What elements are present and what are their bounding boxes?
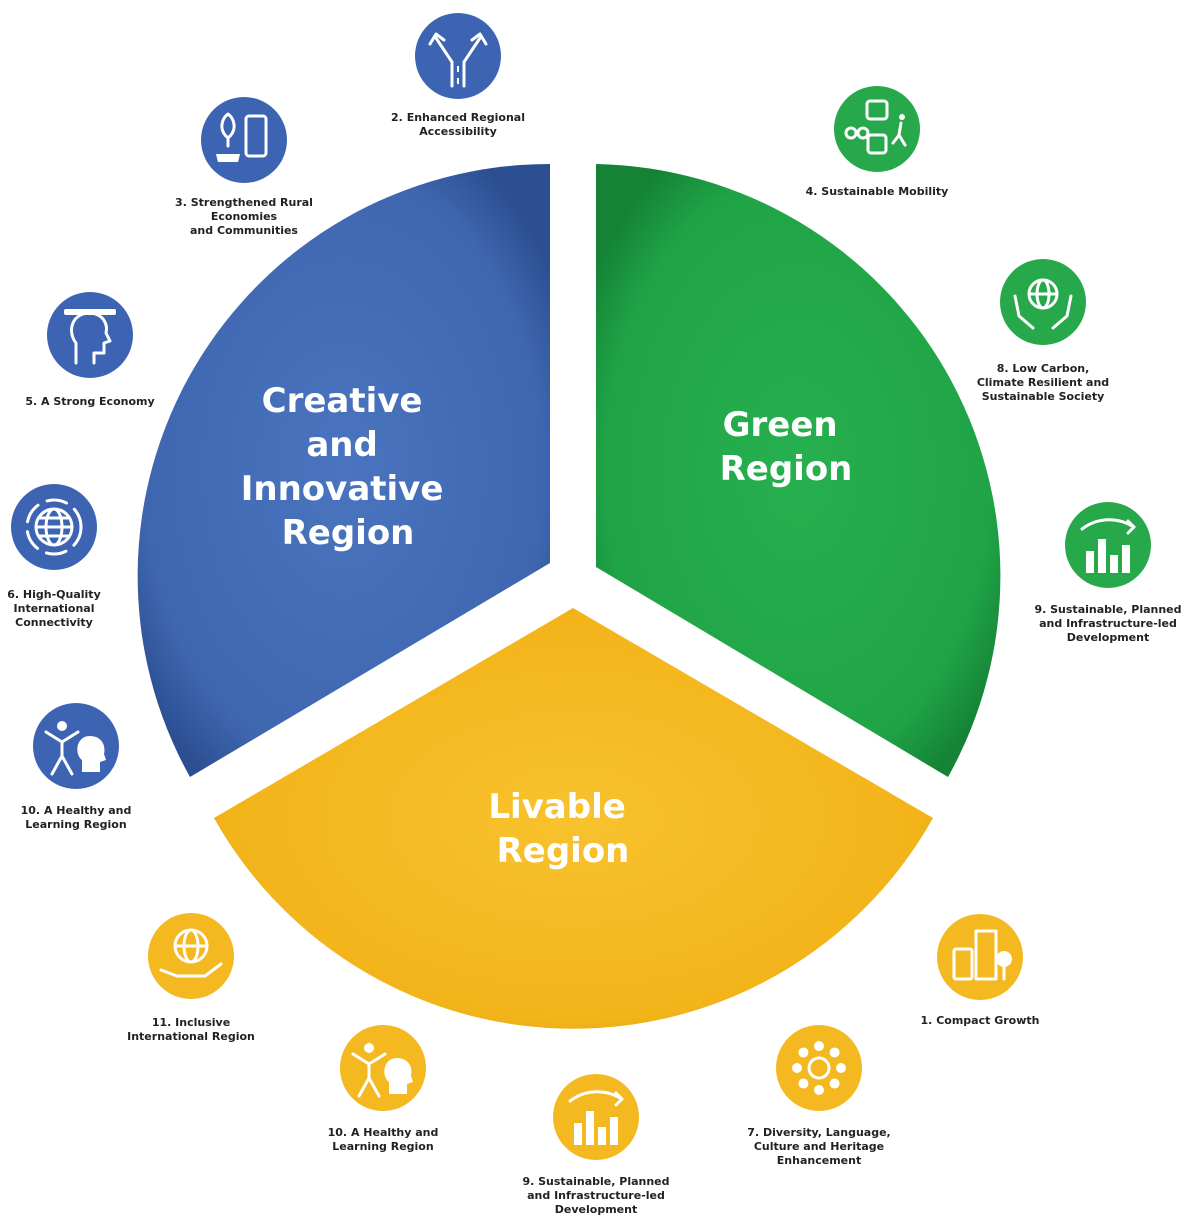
caption-low-carbon: 8. Low Carbon, Climate Resilient and Sus… <box>976 362 1110 403</box>
creative-title-line-1: Creative <box>262 381 423 421</box>
compact-city-icon <box>952 929 1012 981</box>
icon-button-enhanced-regional-accessibility[interactable] <box>415 13 501 99</box>
city-growth-icon <box>1080 518 1136 573</box>
caption-diversity-language: 7. Diversity, Language, Culture and Heri… <box>747 1126 891 1167</box>
icon-circle-low-carbon <box>1000 259 1086 345</box>
icon-button-compact-growth[interactable] <box>937 914 1023 1000</box>
green-title-line-1: Green <box>723 405 838 445</box>
creative-region-title: Creative and Innovative Region <box>241 381 456 553</box>
green-region-title: Green Region <box>720 405 853 489</box>
creative-region-segment[interactable] <box>137 163 550 777</box>
icon-button-sustainable-planned-green[interactable] <box>1065 502 1151 588</box>
green-title-line-2: Region <box>720 449 853 489</box>
livable-region-segment[interactable] <box>214 608 933 1029</box>
icon-circle-strong-economy <box>47 292 133 378</box>
city-growth-icon <box>568 1090 624 1145</box>
caption-strengthened-rural-economies: 3. Strengthened Rural Economies and Comm… <box>175 196 313 237</box>
person-brain-icon <box>44 721 106 776</box>
livable-title-line-1: Livable <box>488 787 625 827</box>
caption-sustainable-mobility: 4. Sustainable Mobility <box>805 185 949 198</box>
icon-button-sustainable-planned-yellow[interactable] <box>553 1074 639 1160</box>
person-brain-icon <box>351 1043 413 1098</box>
livable-region-title: Livable Region <box>488 787 637 871</box>
caption-inclusive-international: 11. Inclusive International Region <box>127 1016 255 1043</box>
globe-network-icon <box>25 498 83 556</box>
head-profile-icon <box>64 309 116 365</box>
caption-sustainable-planned-green: 9. Sustainable, Planned and Infrastructu… <box>1034 603 1182 644</box>
creative-title-line-3: Innovative <box>241 469 444 509</box>
icon-circle-strengthened-rural-economies <box>201 97 287 183</box>
caption-enhanced-regional-accessibility: 2. Enhanced Regional Accessibility <box>391 111 525 138</box>
livable-title-line-2: Region <box>497 831 630 871</box>
icon-button-healthy-learning-yellow[interactable] <box>340 1025 426 1111</box>
icon-button-sustainable-mobility[interactable] <box>834 86 920 172</box>
icon-circle-sustainable-planned-green <box>1065 502 1151 588</box>
icon-circle-healthy-learning-blue <box>33 703 119 789</box>
icon-button-strengthened-rural-economies[interactable] <box>201 97 287 183</box>
icon-button-inclusive-international[interactable] <box>148 913 234 999</box>
transport-icon <box>844 99 907 155</box>
caption-sustainable-planned-yellow: 9. Sustainable, Planned and Infrastructu… <box>522 1175 670 1216</box>
caption-healthy-learning-yellow: 10. A Healthy and Learning Region <box>327 1126 439 1153</box>
hands-globe-icon <box>1013 278 1073 330</box>
icon-button-strong-economy[interactable] <box>47 292 133 378</box>
icon-button-low-carbon[interactable] <box>1000 259 1086 345</box>
icon-button-high-quality-connectivity[interactable] <box>11 484 97 570</box>
segments-layer <box>137 163 1001 1029</box>
icon-circle-diversity-language <box>776 1025 862 1111</box>
icon-circle-sustainable-mobility <box>834 86 920 172</box>
icon-circle-sustainable-planned-yellow <box>553 1074 639 1160</box>
icons-layer <box>11 13 1151 1160</box>
creative-title-line-2: and <box>306 425 378 465</box>
icon-button-diversity-language[interactable] <box>776 1025 862 1111</box>
icon-circle-enhanced-regional-accessibility <box>415 13 501 99</box>
rural-phone-icon <box>216 112 268 162</box>
creative-title-line-4: Region <box>282 513 415 553</box>
icon-button-healthy-learning-blue[interactable] <box>33 703 119 789</box>
hand-globe-icon <box>159 928 223 978</box>
people-circle-icon <box>792 1041 846 1095</box>
green-region-segment[interactable] <box>596 164 1001 777</box>
caption-strong-economy: 5. A Strong Economy <box>25 395 155 408</box>
caption-high-quality-connectivity: 6. High-Quality International Connectivi… <box>7 588 101 629</box>
caption-healthy-learning-blue: 10. A Healthy and Learning Region <box>20 804 132 831</box>
diverging-road-icon <box>428 32 488 88</box>
icon-circle-healthy-learning-yellow <box>340 1025 426 1111</box>
caption-compact-growth: 1. Compact Growth <box>920 1014 1040 1027</box>
icon-circle-inclusive-international <box>148 913 234 999</box>
